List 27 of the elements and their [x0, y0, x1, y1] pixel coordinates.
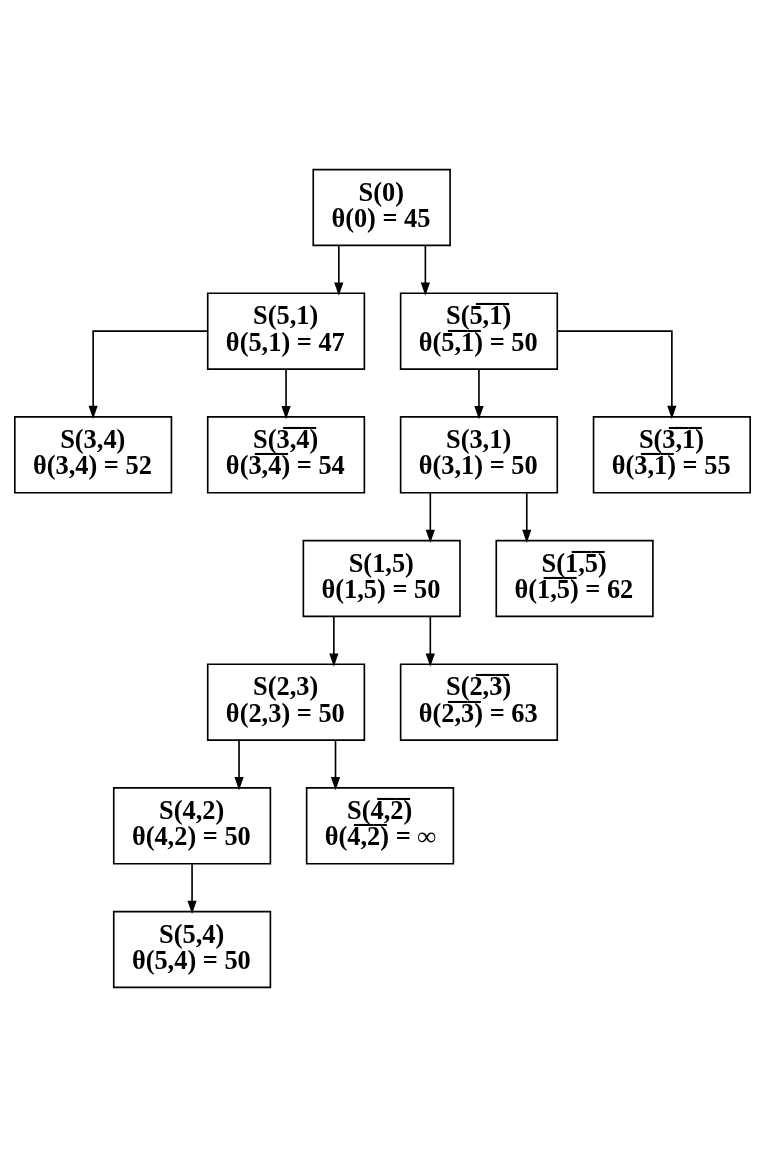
node-box: S(3̅,̅4̅) θ(3̅,̅4̅) = 54 — [206, 415, 366, 494]
node-box: S(5̅,̅1̅) θ(5̅,̅1̅) = 50 — [399, 291, 559, 370]
node-box: S(4̅,̅2̅) θ(4̅,̅2̅) = ∞ — [305, 786, 455, 865]
arrow — [556, 329, 677, 419]
node-box: S(2,3) θ(2,3) = 50 — [206, 662, 366, 741]
node-box: S(1,5) θ(1,5) = 50 — [302, 539, 461, 617]
node-box: S(4,2) θ(4,2) = 50 — [112, 786, 272, 865]
arrow — [187, 862, 197, 914]
node-box: S(0) θ(0) = 45 — [312, 168, 451, 246]
arrow — [88, 329, 209, 419]
node-box: S(3,4) θ(3,4) = 52 — [14, 415, 173, 494]
arrow — [281, 368, 291, 419]
node-box: S(2̅,̅3̅) θ(2̅,̅3̅) = 63 — [399, 662, 559, 741]
arrow — [334, 244, 344, 296]
node-box: S(5,1) θ(5,1) = 47 — [206, 291, 366, 370]
arrow — [425, 615, 435, 667]
arrow — [234, 739, 244, 790]
arrow — [522, 491, 532, 543]
node-box: S(3,1) θ(3,1) = 50 — [399, 415, 559, 494]
node-box: S(3̅,̅1̅) θ(3̅,̅1̅) = 55 — [592, 415, 751, 494]
arrow — [420, 244, 430, 296]
node-box: S(5,4) θ(5,4) = 50 — [112, 910, 272, 988]
arrow — [330, 739, 341, 790]
arrow — [474, 368, 484, 419]
arrow — [425, 491, 435, 543]
arrow — [329, 615, 339, 667]
node-box: S(1̅,̅5̅) θ(1̅,̅5̅) = 62 — [495, 539, 654, 617]
